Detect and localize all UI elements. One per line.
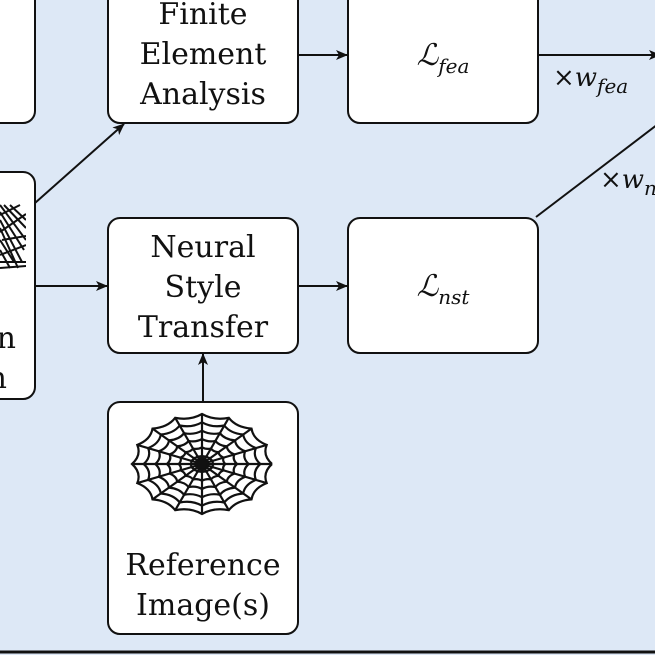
edge-loss-nst-out (535, 125, 655, 218)
design-label-line2: n (0, 361, 7, 396)
design-label-line1: n (0, 321, 16, 356)
web-ring (130, 412, 273, 516)
nst-label-line3: Transfer (138, 310, 269, 345)
loss-nst-text: ℒnst (417, 269, 471, 309)
spider-web-icon (130, 412, 273, 516)
reference-label-line1: Reference (125, 548, 280, 583)
reference-label-line2: Image(s) (136, 588, 270, 623)
edge-design-to-fea (34, 123, 125, 204)
loss-fea-box: ℒfea (347, 0, 539, 124)
reference-box: Reference Image(s) (107, 401, 299, 635)
web-ring (165, 437, 238, 491)
fea-label-line3: Analysis (139, 77, 266, 112)
loss-nst-box: ℒnst (347, 217, 539, 354)
web-ring (153, 429, 250, 499)
weight-nst-label: ×wn (600, 165, 655, 200)
truss-mesh-icon (0, 204, 26, 269)
weight-fea-label: ×wfea (553, 63, 628, 98)
nst-box: Neural Style Transfer (107, 217, 299, 354)
web-ring (177, 446, 227, 482)
nst-label-line1: Neural (150, 230, 255, 265)
upstream-box (0, 0, 36, 124)
web-ring (188, 454, 215, 474)
fea-box: Finite Element Analysis (107, 0, 299, 124)
nst-label-line2: Style (165, 270, 242, 305)
web-ring (142, 421, 262, 507)
fea-label-line1: Finite (158, 0, 247, 32)
fea-label-line2: Element (140, 37, 267, 72)
web-hub (194, 456, 210, 472)
loss-fea-text: ℒfea (417, 38, 470, 78)
